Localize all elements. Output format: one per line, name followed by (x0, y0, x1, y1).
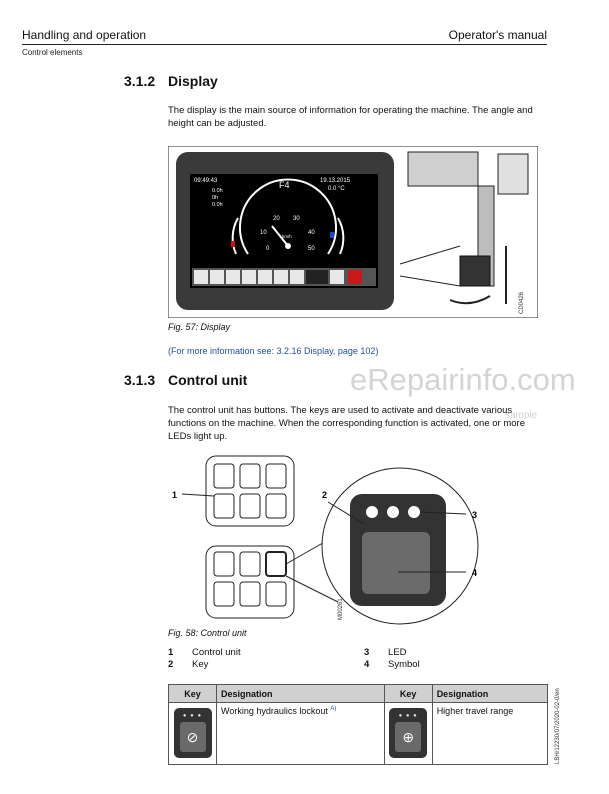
legend-item-2: 2 Key (168, 659, 208, 670)
watermark-sample: sample (505, 410, 538, 421)
designation-cell-2: Higher travel range (431, 702, 549, 765)
key-cell-2: ● ● ● ⊕ (383, 702, 433, 765)
led-dots-icon: ● ● ● (182, 713, 203, 719)
legend-num-4: 4 (364, 659, 370, 670)
control-unit-figure: 1 2 3 4 (172, 455, 479, 625)
control-unit-paragraph: The control unit has buttons. The keys a… (168, 405, 525, 442)
callout-1: 1 (172, 490, 177, 500)
home-icon (194, 270, 208, 284)
scale-50: 50 (308, 246, 315, 252)
legend-label-1: Control unit (192, 647, 241, 658)
section-title-display: Display (168, 73, 218, 89)
travel-range-icon: ⊕ (395, 722, 422, 752)
legend-num-1: 1 (168, 647, 174, 658)
fig58-code: M00261 (338, 598, 344, 620)
table-row: ● ● ● ⊘ Working hydraulics lockout A) ● … (168, 702, 549, 765)
header-designation: Designation (216, 684, 385, 703)
key-table: Key Designation Key Designation ● ● ● ⊘ … (168, 684, 549, 765)
key-cell-1: ● ● ● ⊘ (168, 702, 217, 765)
legend-num-3: 3 (364, 647, 370, 658)
hydraulics-lockout-icon: ⊘ (179, 722, 206, 752)
header-key-2: Key (383, 684, 433, 703)
header-designation-2: Designation (431, 684, 549, 703)
row1-footnote[interactable]: A) (330, 706, 337, 712)
legend-label-4: Symbol (388, 659, 420, 670)
speed-gauge-arc (239, 178, 337, 255)
scale-unit: km/h (282, 234, 292, 239)
header-subtitle: Control elements (22, 48, 83, 57)
higher-travel-range-key[interactable]: ● ● ● ⊕ (389, 708, 428, 758)
legend-label-3: LED (388, 647, 407, 658)
legend-label-2: Key (192, 659, 209, 670)
section-number-control-unit: 3.1.3 (124, 372, 156, 388)
watermark: eRepairinfo.com (350, 362, 576, 397)
left-gauge-arc (231, 217, 239, 255)
gauge-needle (271, 225, 289, 247)
legend-num-2: 2 (168, 659, 174, 670)
display-unit-icon (459, 255, 491, 287)
row1-designation: Working hydraulics lockout (221, 706, 328, 716)
arrows-icon (258, 270, 272, 284)
screen-gear: F4 (279, 180, 290, 190)
screen-date: 19.13.2015 (320, 178, 351, 184)
screen-hours-3: 0.0h (212, 202, 223, 208)
legend-item-4: 4 Symbol (364, 659, 420, 670)
header-rule (22, 44, 547, 45)
table-header-row: Key Designation Key Designation (168, 684, 549, 703)
side-document-code: LBH/12230/07/2020-02-0/en (555, 688, 561, 764)
fig58-caption: Fig. 58: Control unit (168, 628, 247, 638)
screen-hours-1: 0.0h (212, 188, 223, 194)
header-right: Operator's manual (448, 28, 547, 42)
fig57-caption: Fig. 57: Display (168, 322, 231, 332)
camera-icon (210, 270, 224, 284)
light-icon (242, 270, 256, 284)
thermometer-icon (290, 270, 304, 284)
callout-2: 2 (322, 490, 327, 500)
led-3 (408, 506, 420, 518)
menu-icon (330, 270, 344, 284)
screen-time: 09:49:43 (194, 178, 218, 184)
angle-arrow-icon (449, 295, 491, 305)
header-key: Key (168, 684, 217, 703)
callout-4: 4 (472, 568, 477, 578)
scale-10: 10 (260, 230, 267, 236)
section-number-display: 3.1.2 (124, 73, 156, 89)
scale-30: 30 (293, 216, 300, 222)
legend-item-1: 1 Control unit (168, 647, 241, 658)
header-left: Handling and operation (22, 28, 147, 42)
callout-3: 3 (472, 510, 477, 520)
designation-cell-1: Working hydraulics lockout A) (216, 702, 385, 765)
screen-temp: 0.0 °C (328, 186, 345, 192)
led-dots-icon: ● ● ● (398, 713, 418, 719)
legend-item-3: 3 LED (364, 647, 406, 658)
key-symbol (362, 532, 430, 594)
section-title-control-unit: Control unit (168, 372, 248, 388)
hydraulics-lockout-key[interactable]: ● ● ● ⊘ (173, 708, 212, 758)
display-paragraph: The display is the main source of inform… (168, 105, 533, 129)
scale-20: 20 (273, 216, 280, 222)
scale-40: 40 (308, 230, 315, 236)
led-1 (366, 506, 378, 518)
warning-icon (348, 270, 362, 284)
screen-hours-2: 0h (212, 195, 218, 201)
fig57-code: CD0426 (519, 291, 525, 314)
display-info-link[interactable]: (For more information see: 3.2.16 Displa… (168, 346, 379, 356)
right-gauge-arc (337, 217, 345, 255)
scale-0: 0 (266, 246, 270, 252)
display-figure: 09:49:43 F4 19.13.2015 0.0 °C 0.0h 0h 0.… (168, 146, 538, 318)
fan-icon (226, 270, 240, 284)
link-icon (274, 270, 288, 284)
led-2 (387, 506, 399, 518)
